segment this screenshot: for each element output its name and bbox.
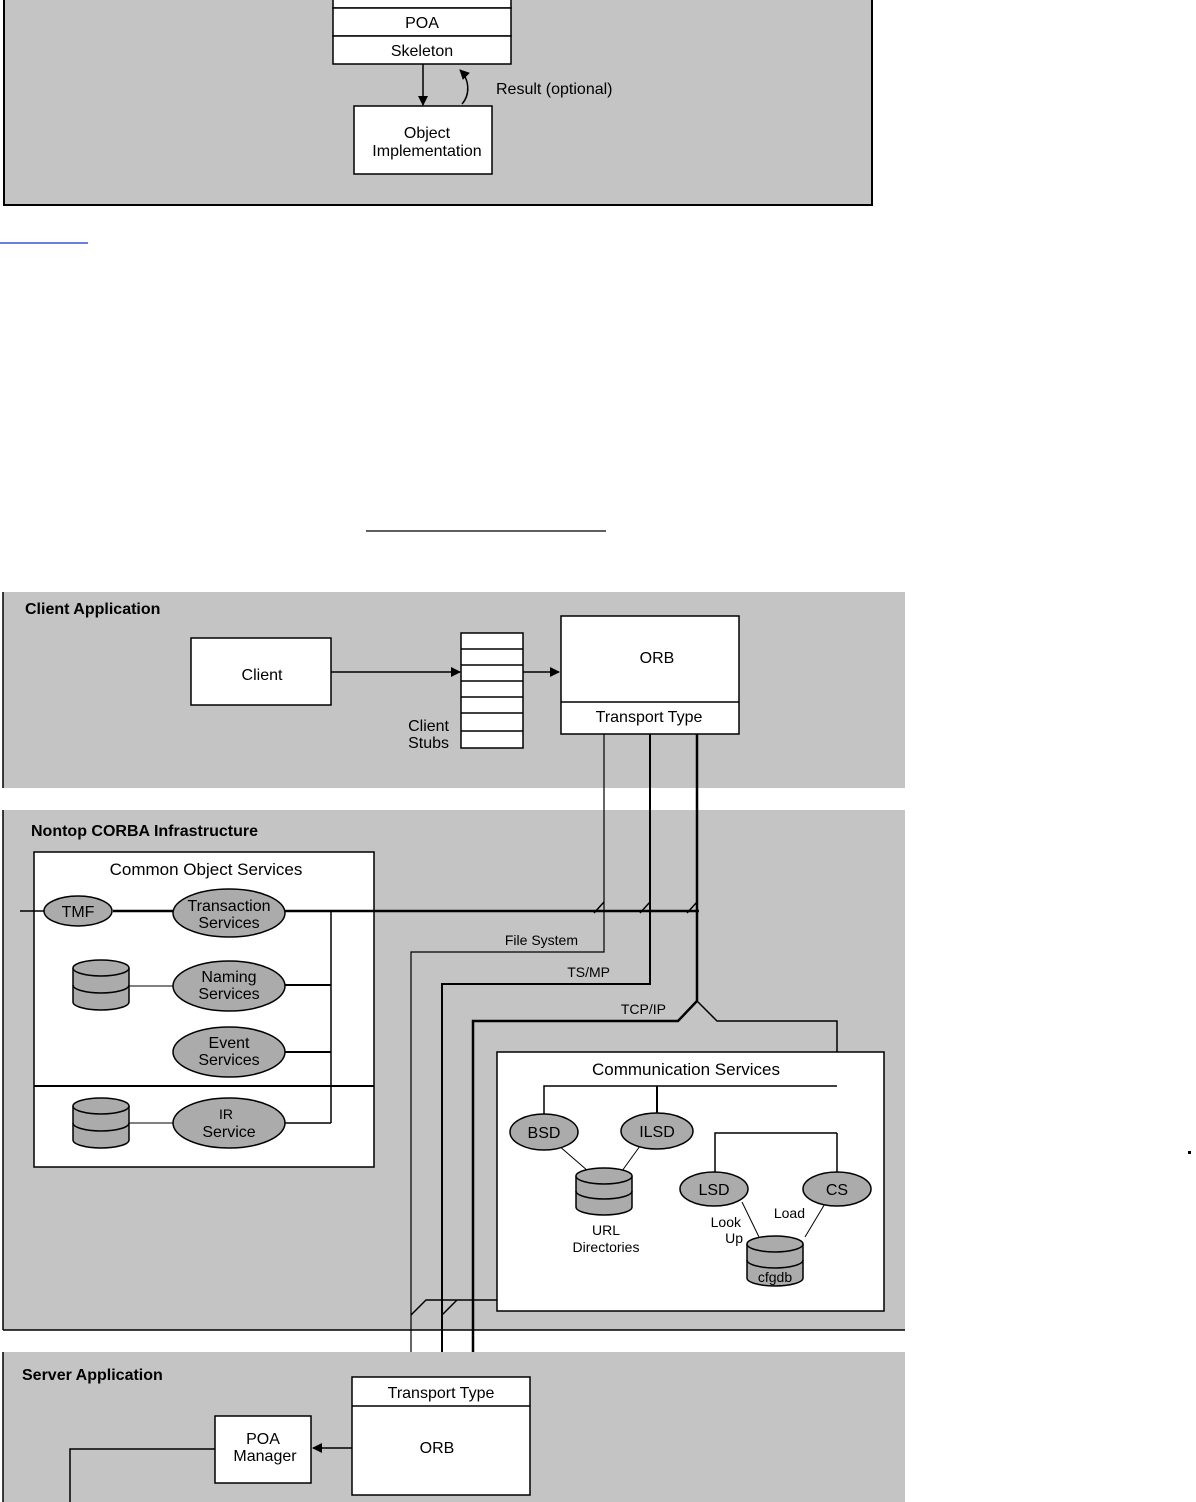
client-panel-title: Client Application <box>25 601 160 618</box>
cfgdb-label: cfgdb <box>758 1269 792 1285</box>
infra-panel-title: Nontop CORBA Infrastructure <box>31 823 258 840</box>
look-line1: Look <box>711 1214 742 1230</box>
cs-label: CS <box>826 1182 848 1199</box>
object-impl-line1: Object <box>404 125 451 142</box>
url-directories-database-icon <box>575 1167 633 1216</box>
ir-line2: Service <box>202 1124 255 1141</box>
server-transport-label: Transport Type <box>388 1385 495 1402</box>
skeleton-box <box>332 35 512 65</box>
lsd-label: LSD <box>698 1182 729 1199</box>
object-implementation-box <box>353 105 493 175</box>
server-panel-title: Server Application <box>22 1367 163 1384</box>
result-label: Result (optional) <box>496 81 613 98</box>
look-line2: Up <box>725 1230 743 1246</box>
comm-internal-lines <box>543 1085 838 1238</box>
file-system-label: File System <box>505 932 578 948</box>
naming-line2: Services <box>198 986 259 1003</box>
poa-label: POA <box>405 15 439 32</box>
transaction-line1: Transaction <box>188 898 271 915</box>
comm-title: Communication Services <box>592 1060 780 1079</box>
tsmp-route <box>437 734 651 1372</box>
object-impl-line2: Implementation <box>372 143 481 160</box>
client-label: Client <box>242 667 283 684</box>
server-orb-box <box>351 1376 531 1496</box>
cs-node <box>802 1171 872 1207</box>
bsd-node <box>509 1113 579 1151</box>
url-line2: Directories <box>573 1239 640 1255</box>
poa-manager-line2: Manager <box>233 1448 297 1465</box>
bsd-label: BSD <box>528 1125 561 1142</box>
client-stubs-line2: Stubs <box>408 735 449 752</box>
ilsd-label: ILSD <box>639 1124 675 1141</box>
lsd-node <box>679 1171 749 1207</box>
event-line1: Event <box>209 1035 250 1052</box>
server-application-panel: Server Application Transport Type ORB PO… <box>2 1352 905 1502</box>
load-label: Load <box>774 1205 805 1221</box>
tcpip-label: TCP/IP <box>621 1001 666 1017</box>
tmf-label: TMF <box>62 904 95 921</box>
top-figure: POA Skeleton Result (optional) Object Im… <box>3 0 873 206</box>
skeleton-label: Skeleton <box>391 43 453 60</box>
event-services-node <box>172 1026 286 1078</box>
cfgdb-database-icon <box>746 1235 804 1287</box>
transaction-line2: Services <box>198 915 259 932</box>
tmf-node <box>43 895 113 927</box>
client-stubs-stack <box>460 632 524 749</box>
poa-manager-box <box>214 1415 312 1484</box>
transaction-services-node <box>172 888 286 938</box>
client-box <box>190 637 332 706</box>
ir-line1: IR <box>219 1106 233 1122</box>
top-stack-row <box>332 0 512 9</box>
tcpip-route <box>468 734 699 1372</box>
client-application-panel: Client Application Client Client Stubs O… <box>2 592 905 788</box>
cos-title: Common Object Services <box>110 860 303 879</box>
dot-mark <box>1188 1151 1191 1154</box>
client-panel-bg <box>3 592 905 788</box>
result-arrow <box>459 69 470 105</box>
naming-line1: Naming <box>201 969 256 986</box>
client-stubs-line1: Client <box>408 718 449 735</box>
ir-service-node <box>172 1097 286 1149</box>
client-orb-box <box>560 615 740 735</box>
poa-box <box>332 7 512 37</box>
poa-manager-line1: POA <box>246 1431 280 1448</box>
naming-database-icon <box>72 959 130 1011</box>
event-line2: Services <box>198 1052 259 1069</box>
poa-manager-outgoing-line <box>69 1448 215 1502</box>
file-system-route <box>406 734 605 1372</box>
client-transport-label: Transport Type <box>596 709 703 726</box>
url-line1: URL <box>592 1222 620 1238</box>
naming-services-node <box>172 960 286 1012</box>
server-orb-label: ORB <box>420 1440 455 1457</box>
ilsd-node <box>620 1112 694 1150</box>
client-orb-label: ORB <box>640 650 675 667</box>
tsmp-label: TS/MP <box>567 964 610 980</box>
ir-database-icon <box>72 1097 130 1149</box>
infrastructure-panel: Nontop CORBA Infrastructure Common Objec… <box>2 734 905 1372</box>
